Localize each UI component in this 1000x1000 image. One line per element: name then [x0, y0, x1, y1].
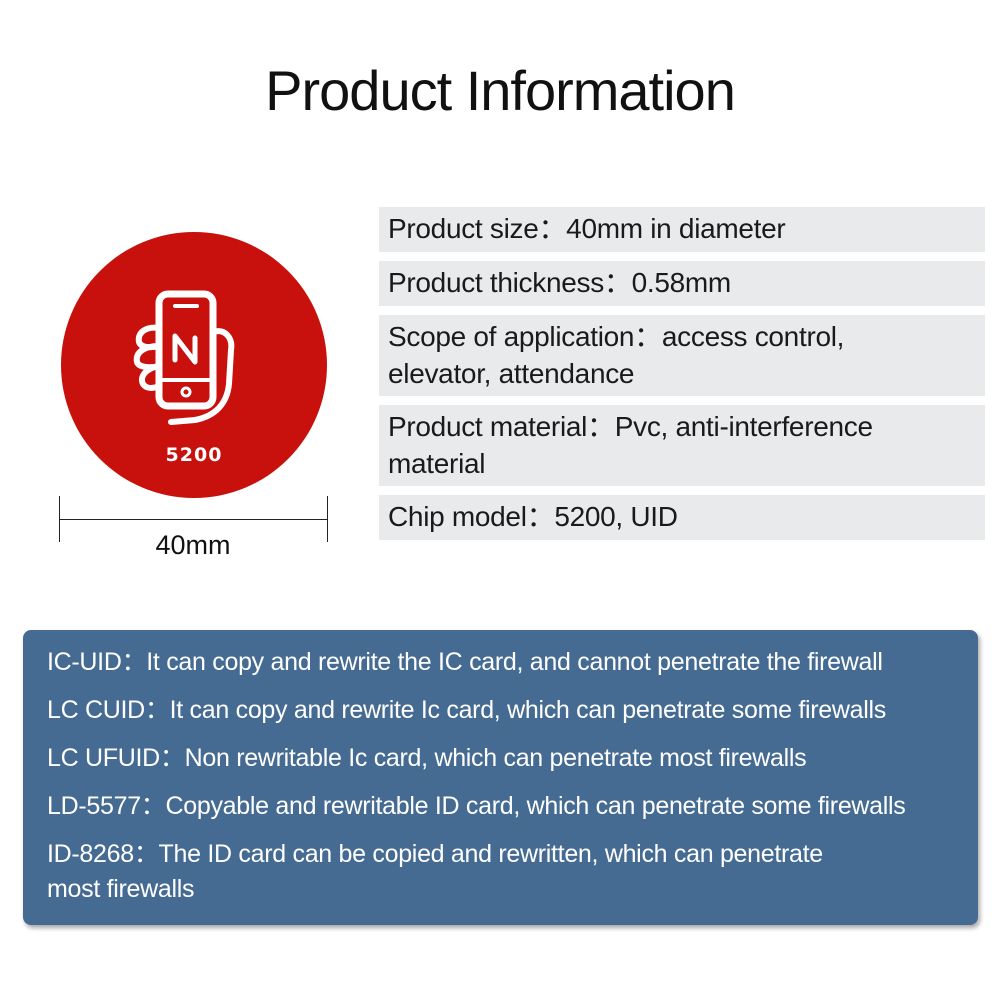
spec-label: Product material： — [388, 411, 615, 442]
spec-value-continued: material — [388, 448, 486, 479]
info-key: ID-8268： — [47, 840, 159, 868]
spec-value: 40mm in diameter — [566, 213, 786, 244]
info-item-ld-5577: LD-5577：Copyable and rewritable ID card,… — [47, 789, 906, 824]
spec-row-material: Product material：Pvc, anti-interference … — [379, 405, 985, 486]
info-item-ic-uid: IC-UID：It can copy and rewrite the IC ca… — [47, 645, 883, 680]
dimension-label: 40mm — [155, 530, 231, 560]
chip-model-label: 5200 — [165, 444, 223, 466]
info-item-lc-ufuid: LC UFUID：Non rewritable Ic card, which c… — [47, 741, 807, 776]
info-text: The ID card can be copied and rewritten,… — [158, 840, 824, 868]
nfc-phone-in-hand-icon — [133, 290, 235, 425]
info-key: LC CUID： — [47, 696, 170, 724]
dimension-line — [59, 519, 327, 520]
spec-row-chip-model: Chip model：5200, UID — [379, 495, 985, 540]
info-text: It can copy and rewrite Ic card, which c… — [169, 696, 887, 724]
info-text: Non rewritable Ic card, which can penetr… — [184, 744, 807, 772]
info-item-id-8268: ID-8268：The ID card can be copied and re… — [47, 837, 823, 907]
spec-row-application: Scope of application：access control, ele… — [379, 315, 985, 396]
page-title: Product Information — [265, 59, 736, 122]
info-key: LD-5577： — [47, 792, 166, 820]
spec-label: Product size： — [388, 213, 567, 244]
spec-value: 5200, UID — [554, 501, 678, 532]
spec-value: access control, — [661, 321, 845, 352]
info-key: IC-UID： — [47, 648, 147, 676]
spec-label: Scope of application： — [388, 321, 662, 352]
spec-row-size: Product size：40mm in diameter — [379, 207, 985, 252]
spec-value: 0.58mm — [631, 267, 732, 298]
info-text: It can copy and rewrite the IC card, and… — [146, 648, 883, 676]
spec-value: Pvc, anti-interference — [614, 411, 873, 442]
nfc-sticker-disc: 5200 — [61, 232, 327, 498]
info-key: LC UFUID： — [47, 744, 185, 772]
spec-label: Chip model： — [388, 501, 555, 532]
spec-label: Product thickness： — [388, 267, 632, 298]
info-item-lc-cuid: LC CUID：It can copy and rewrite Ic card,… — [47, 693, 886, 728]
spec-row-thickness: Product thickness：0.58mm — [379, 261, 985, 306]
spec-value-continued: elevator, attendance — [388, 358, 635, 389]
dimension-tick-right — [327, 496, 328, 542]
info-text-continued: most firewalls — [47, 875, 195, 903]
info-text: Copyable and rewritable ID card, which c… — [165, 792, 906, 820]
chip-types-info-box: IC-UID：It can copy and rewrite the IC ca… — [23, 630, 978, 925]
